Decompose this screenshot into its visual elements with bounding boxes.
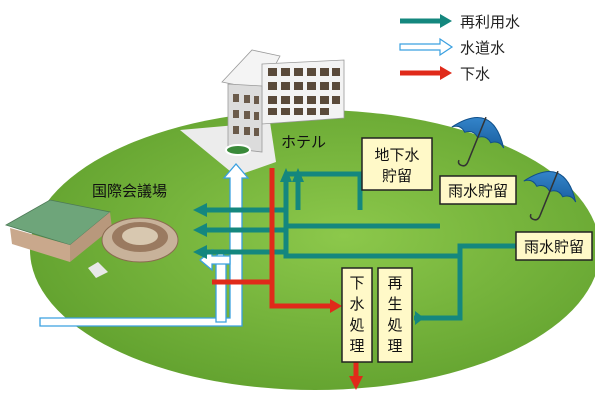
legend: 再利用水 水道水 下水 bbox=[399, 13, 520, 83]
legend-item-sewage: 下水 bbox=[400, 65, 490, 83]
sewage-treatment-char: 理 bbox=[349, 337, 364, 355]
rainwater-storage-box-2: 雨水貯留 bbox=[515, 231, 593, 261]
regeneration-treatment-char: 再 bbox=[387, 274, 402, 292]
legend-item-reuse-water: 再利用水 bbox=[400, 13, 520, 31]
legend-item-tap-water: 水道水 bbox=[399, 37, 505, 57]
sewage-pipes bbox=[212, 168, 359, 378]
sewage-arrowheads bbox=[330, 299, 363, 390]
tap-water-main-pipe bbox=[39, 163, 250, 327]
legend-arrowhead-sewage bbox=[440, 66, 452, 80]
groundwater-storage-label-line1: 地下水 bbox=[374, 146, 419, 164]
legend-label-tap-water: 水道水 bbox=[460, 39, 505, 57]
legend-label-reuse-water: 再利用水 bbox=[460, 13, 520, 31]
tap-water-pipes bbox=[39, 163, 250, 327]
legend-arrowhead-reuse-water bbox=[440, 14, 452, 28]
reuse-water-arrowheads bbox=[193, 168, 424, 325]
regeneration-treatment-box: 再 生 処 理 bbox=[377, 267, 413, 363]
legend-label-sewage: 下水 bbox=[460, 65, 490, 83]
regeneration-treatment-char: 理 bbox=[387, 337, 402, 355]
sewage-treatment-char: 処 bbox=[349, 316, 364, 334]
tap-water-arrow-conference bbox=[198, 248, 231, 272]
sewage-treatment-box: 下 水 処 理 bbox=[341, 267, 373, 363]
conference-hall-label: 国際会議場 bbox=[92, 182, 167, 200]
umbrella-icon bbox=[523, 170, 577, 221]
reuse-water-pipes bbox=[205, 171, 520, 321]
regeneration-treatment-char: 生 bbox=[387, 295, 402, 313]
rainwater-storage-label-2: 雨水貯留 bbox=[524, 238, 584, 256]
groundwater-storage-label-line2: 貯留 bbox=[382, 167, 412, 185]
rainwater-storage-box-1: 雨水貯留 bbox=[439, 175, 517, 205]
conference-hall-building bbox=[5, 199, 179, 278]
rainwater-storage-label-1: 雨水貯留 bbox=[448, 182, 508, 200]
umbrella-icon bbox=[451, 116, 505, 167]
regeneration-treatment-char: 処 bbox=[387, 316, 402, 334]
hotel-label: ホテル bbox=[281, 133, 326, 151]
groundwater-storage-box: 地下水 貯留 bbox=[361, 137, 433, 191]
sewage-treatment-char: 水 bbox=[349, 295, 364, 313]
sewage-treatment-char: 下 bbox=[349, 274, 364, 292]
hotel-building bbox=[221, 49, 345, 156]
legend-arrow-tap-water bbox=[399, 37, 454, 57]
